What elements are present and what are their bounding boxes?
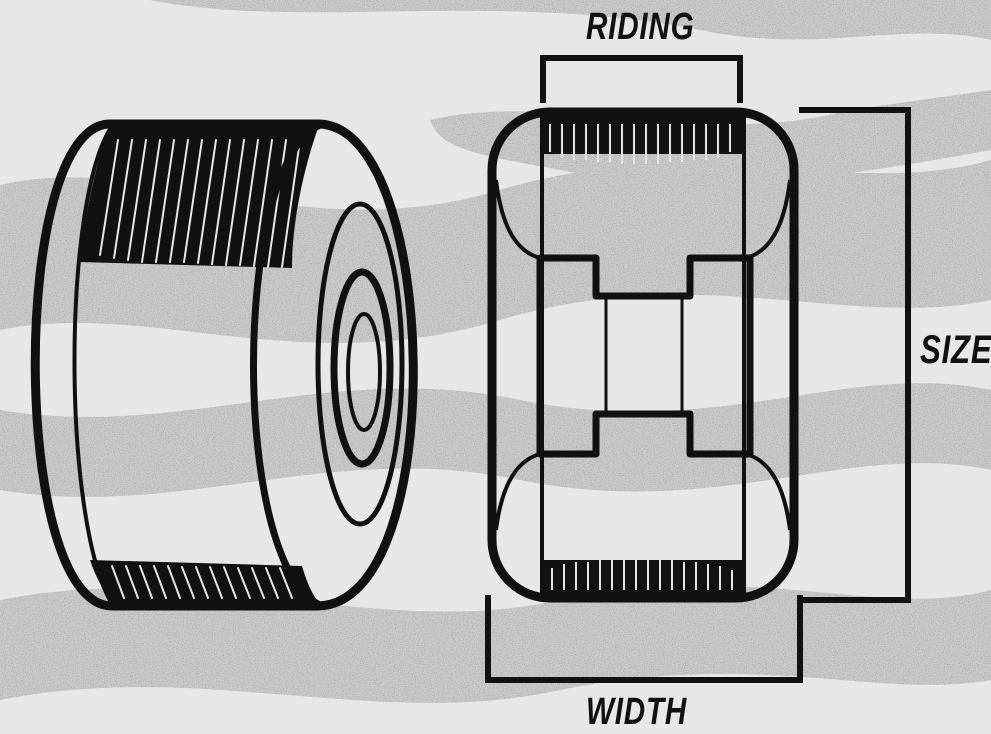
riding-dimension-bracket [540, 55, 743, 103]
width-dimension-bracket [485, 595, 803, 683]
riding-label: RIDING [586, 6, 695, 48]
size-dimension-bracket [799, 107, 911, 603]
size-label: SIZE [920, 328, 991, 372]
skateboard-wheel-icon [30, 119, 418, 611]
wheel-cross-section-icon [487, 107, 799, 603]
width-label: WIDTH [586, 691, 688, 733]
